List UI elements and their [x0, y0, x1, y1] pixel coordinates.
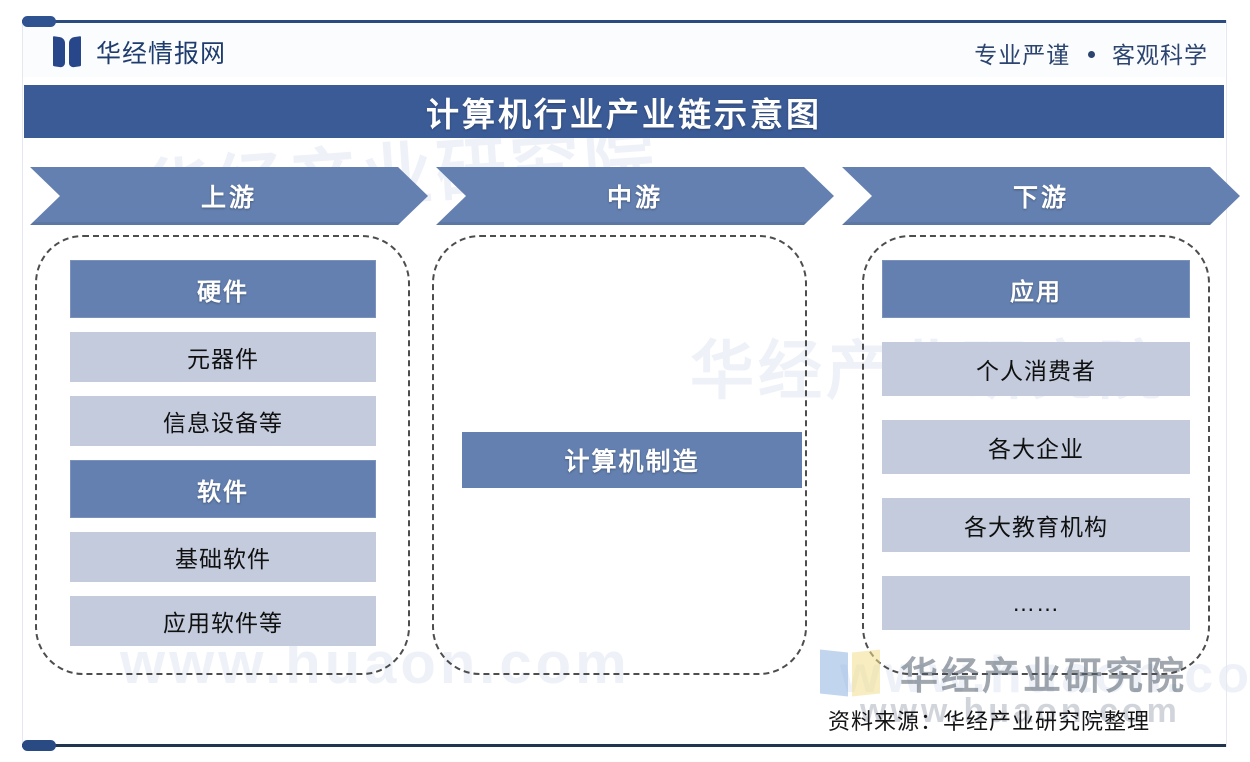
upstream-box-column: 硬件 元器件 信息设备等 软件 基础软件 应用软件等	[70, 260, 376, 660]
tagline-left-text: 专业严谨	[974, 42, 1071, 68]
frame-right-edge	[1226, 20, 1227, 747]
stage-chevron-downstream: 下游	[842, 167, 1240, 225]
panel-downstream	[862, 235, 1210, 675]
upstream-item-application-software: 应用软件等	[70, 596, 376, 646]
upstream-group-header-hardware: 硬件	[70, 260, 376, 318]
stage-label-upstream: 上游	[200, 184, 257, 212]
stage-chevron-upstream: 上游	[30, 167, 428, 225]
panel-upstream	[35, 235, 410, 675]
upstream-group-header-software: 软件	[70, 460, 376, 518]
stage-label-midstream: 中游	[606, 184, 663, 212]
chart-title-band: 计算机行业产业链示意图	[24, 85, 1224, 138]
page-title: 计算机行业产业链示意图	[426, 95, 822, 133]
upstream-item-information-equipment: 信息设备等	[70, 396, 376, 446]
watermark-book-logo-icon	[820, 649, 884, 697]
brand-tagline: 专业严谨 客观科学	[974, 36, 1208, 70]
midstream-box-computer-manufacturing: 计算机制造	[462, 432, 802, 488]
downstream-item-education-institutions: 各大教育机构	[882, 498, 1190, 552]
stage-label-downstream: 下游	[1012, 184, 1069, 212]
frame-left-edge	[22, 20, 23, 747]
frame-top-cap	[22, 16, 56, 27]
watermark-name: 华经产业研究院	[900, 656, 1188, 698]
watermark-url: www.huaon.com	[860, 692, 1181, 730]
brand-name: 华经情报网	[96, 40, 227, 68]
brand-header-bar	[23, 23, 1225, 77]
stage-chevron-row: 上游 中游 下游	[30, 167, 1220, 225]
downstream-item-others: ……	[882, 576, 1190, 630]
corporate-watermark: 华经产业研究院	[820, 645, 1187, 700]
tagline-right-text: 客观科学	[1112, 42, 1208, 68]
bullet-dot-icon	[1087, 51, 1095, 59]
frame-top-rule	[22, 20, 1226, 23]
upstream-item-basic-software: 基础软件	[70, 532, 376, 582]
book-logo-icon	[53, 36, 82, 68]
panel-midstream	[432, 235, 807, 675]
downstream-box-column: 应用 个人消费者 各大企业 各大教育机构 ……	[882, 260, 1190, 654]
upstream-item-components: 元器件	[70, 332, 376, 382]
downstream-item-individual-consumers: 个人消费者	[882, 342, 1190, 396]
downstream-group-header-application: 应用	[882, 260, 1190, 318]
frame-bottom-rule	[22, 744, 1226, 747]
frame-bottom-cap	[22, 740, 56, 751]
brand-identity: 华经情报网	[53, 34, 226, 70]
stage-chevron-midstream: 中游	[436, 167, 834, 225]
downstream-item-enterprises: 各大企业	[882, 420, 1190, 474]
source-note: 资料来源：华经产业研究院整理	[828, 709, 1151, 734]
